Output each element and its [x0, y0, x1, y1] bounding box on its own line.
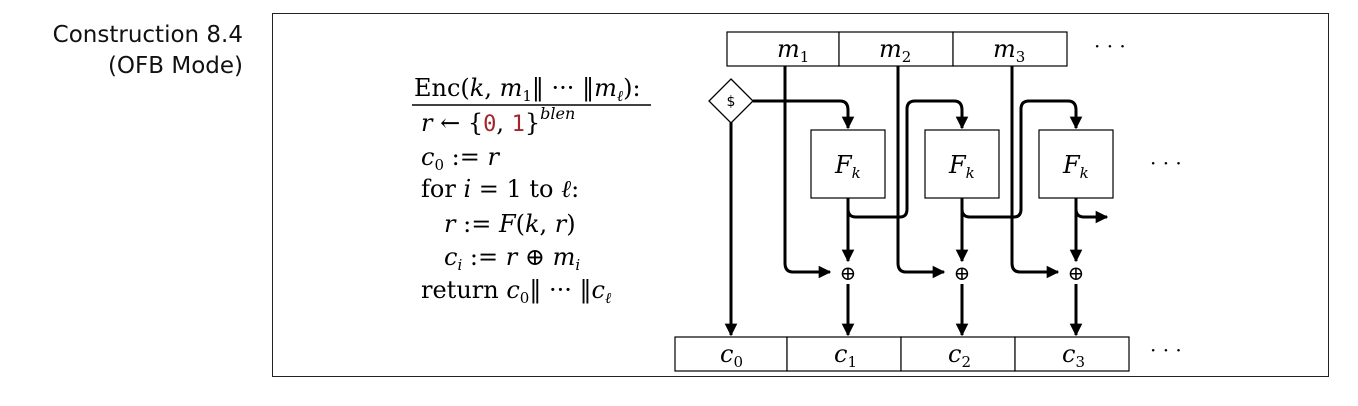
prf-box [1038, 129, 1114, 199]
ciphertext-row: c0 c1 c2 c3 · · · [674, 336, 1182, 372]
message-label: m1 [777, 35, 809, 66]
random-dollar: $ [727, 94, 736, 110]
ciphertext-cell [674, 336, 788, 372]
m2-to-xor2-arrow [896, 66, 946, 279]
message-cell [838, 31, 954, 67]
prf-box [924, 129, 1000, 199]
m3-to-xor3-arrow [1010, 66, 1060, 279]
iv-to-f1-arrow [753, 99, 855, 130]
ciphertext-cell [900, 336, 1016, 372]
random-diamond [708, 78, 754, 124]
ciphertext-label: c3 [1062, 340, 1085, 371]
message-cell [726, 31, 840, 67]
random-iv: $ [708, 78, 754, 124]
prf-blocks: Fk Fk Fk · · · [810, 129, 1182, 199]
algo-line-xor: ci := r ⊕ mi [444, 243, 580, 274]
xor-symbol: ⊕ [1068, 261, 1085, 285]
f3-chain-out [1074, 198, 1109, 224]
m1-to-xor1-arrow [783, 66, 832, 279]
message-ellipsis: · · · [1094, 34, 1126, 58]
xor-nodes: ⊕ ⊕ ⊕ [840, 261, 1085, 285]
message-label: m2 [879, 35, 911, 66]
ciphertext-cell [786, 336, 902, 372]
f1-to-f2-chain [846, 99, 969, 219]
prf-box [810, 129, 886, 199]
f2-to-f3-chain [960, 99, 1083, 219]
xor-symbol: ⊕ [840, 261, 857, 285]
prf-label: Fk [948, 151, 975, 182]
ciphertext-cell [1014, 336, 1130, 372]
construction-label: Construction 8.4 [52, 22, 243, 48]
prf-ellipsis: · · · [1150, 151, 1182, 175]
ciphertext-label: c1 [834, 340, 857, 371]
message-cell [952, 31, 1068, 67]
ciphertext-label: c2 [948, 340, 971, 371]
algo-line-sample: r ← {0, 1}blen [421, 104, 575, 137]
ciphertext-label: c0 [720, 340, 743, 371]
prf-label: Fk [834, 151, 861, 182]
algo-line-for: for i = 1 to ℓ: [421, 175, 579, 203]
wires [724, 66, 1109, 337]
construction-frame [272, 13, 1329, 377]
algo-line-c0: c0 := r [421, 143, 500, 174]
algo-line-prf: r := F(k, r) [444, 210, 576, 238]
algo-line-return: return c0‖ ··· ‖cℓ [421, 276, 611, 307]
algorithm-block: Enc(k, m1‖ ··· ‖mℓ): r ← {0, 1}blen c0 :… [412, 74, 651, 307]
message-row: m1 m2 m3 · · · [726, 31, 1126, 67]
message-label: m3 [993, 35, 1025, 66]
prf-label: Fk [1062, 151, 1089, 182]
construction-caption: Construction 8.4 (OFB Mode) [53, 20, 243, 82]
enc-header: Enc(k, m1‖ ··· ‖mℓ): [414, 74, 641, 105]
ciphertext-ellipsis: · · · [1150, 338, 1182, 362]
construction-subtitle: (OFB Mode) [107, 53, 243, 79]
xor-symbol: ⊕ [954, 261, 971, 285]
